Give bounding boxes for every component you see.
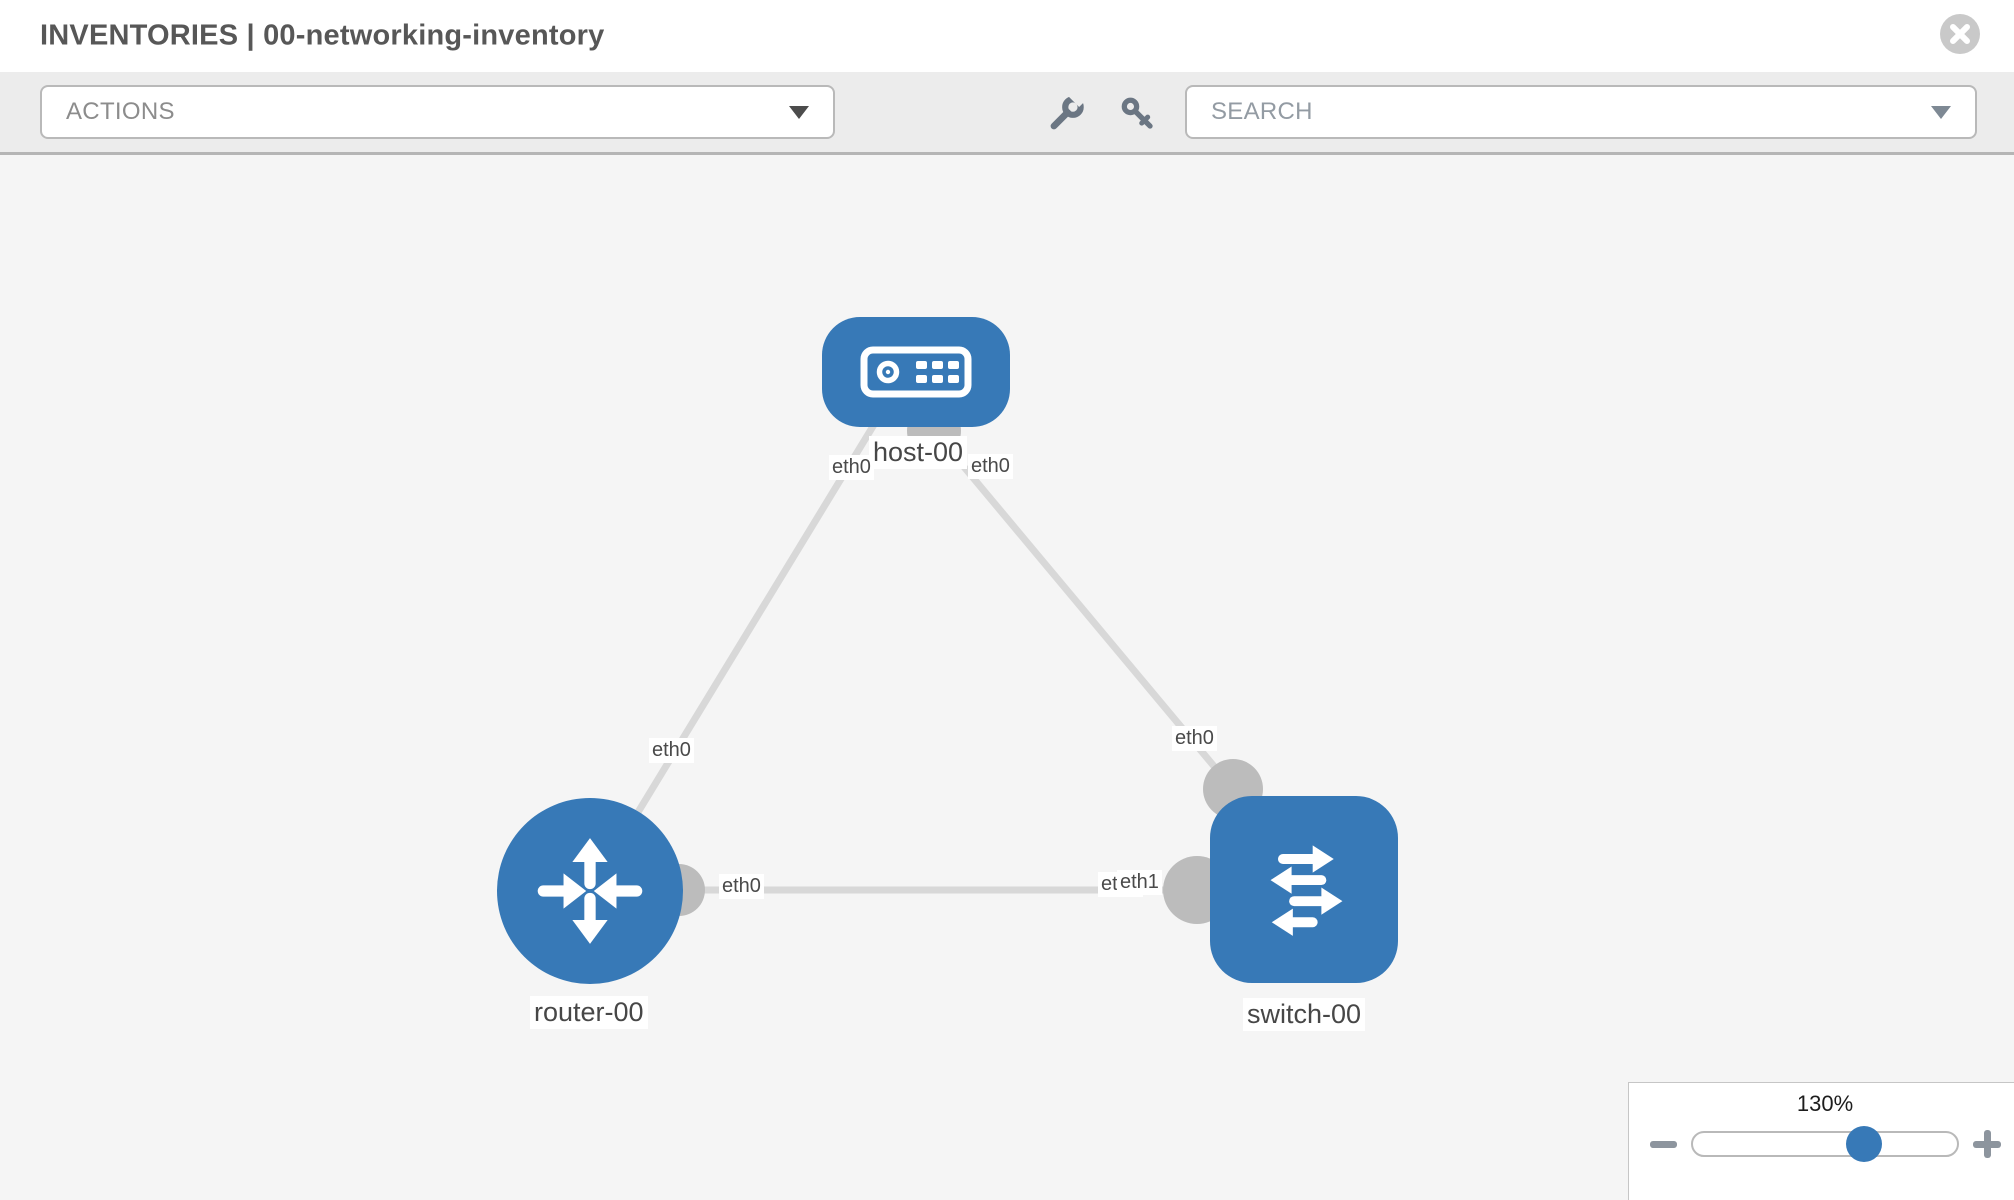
node-label-router-00: router-00 bbox=[530, 996, 648, 1029]
node-label-host-00: host-00 bbox=[869, 436, 968, 469]
node-router-00[interactable] bbox=[497, 798, 683, 984]
interface-label-switch00-eth1: eth1 bbox=[1117, 870, 1162, 895]
close-button[interactable] bbox=[1940, 14, 1980, 54]
actions-dropdown[interactable]: ACTIONS bbox=[40, 85, 835, 139]
credentials-button[interactable] bbox=[1114, 90, 1160, 136]
chevron-down-icon bbox=[789, 106, 809, 119]
chevron-down-icon bbox=[1931, 106, 1951, 119]
header: INVENTORIES | 00-networking-inventory bbox=[0, 0, 2014, 72]
switch-icon bbox=[1242, 828, 1366, 952]
wrench-icon bbox=[1048, 94, 1086, 132]
links-layer bbox=[587, 404, 1263, 924]
key-management-button[interactable] bbox=[1044, 90, 1090, 136]
page-title: INVENTORIES | 00-networking-inventory bbox=[40, 19, 605, 52]
key-icon bbox=[1118, 94, 1156, 132]
search-dropdown[interactable]: SEARCH bbox=[1185, 85, 1977, 139]
zoom-out-icon[interactable] bbox=[1650, 1141, 1677, 1148]
topology-canvas[interactable]: host-00 router-00 switch-00 eth0 eth0 et… bbox=[0, 155, 2014, 1200]
zoom-in-icon[interactable] bbox=[1973, 1130, 2001, 1158]
interface-label-switch00-eth0: eth0 bbox=[1172, 726, 1217, 751]
router-icon bbox=[527, 828, 653, 954]
actions-dropdown-label: ACTIONS bbox=[66, 98, 175, 125]
interface-label-host00-eth0-right: eth0 bbox=[968, 454, 1013, 479]
close-icon bbox=[1950, 24, 1970, 44]
interface-label-router00-eth0: eth0 bbox=[719, 874, 764, 899]
zoom-panel: 130% bbox=[1628, 1082, 2014, 1200]
zoom-slider-thumb[interactable] bbox=[1846, 1126, 1882, 1162]
zoom-slider-track[interactable] bbox=[1691, 1131, 1959, 1157]
host-icon bbox=[860, 346, 972, 398]
search-placeholder: SEARCH bbox=[1211, 98, 1313, 125]
node-label-switch-00: switch-00 bbox=[1243, 998, 1366, 1031]
node-switch-00[interactable] bbox=[1210, 796, 1398, 983]
zoom-level-value: 130% bbox=[1796, 1091, 1854, 1116]
interface-label-router00-eth0-uplink: eth0 bbox=[649, 738, 694, 763]
toolbar: ACTIONS SEARCH bbox=[0, 72, 2014, 155]
node-host-00[interactable] bbox=[822, 317, 1010, 427]
interface-label-host00-eth0-left: eth0 bbox=[829, 455, 874, 480]
